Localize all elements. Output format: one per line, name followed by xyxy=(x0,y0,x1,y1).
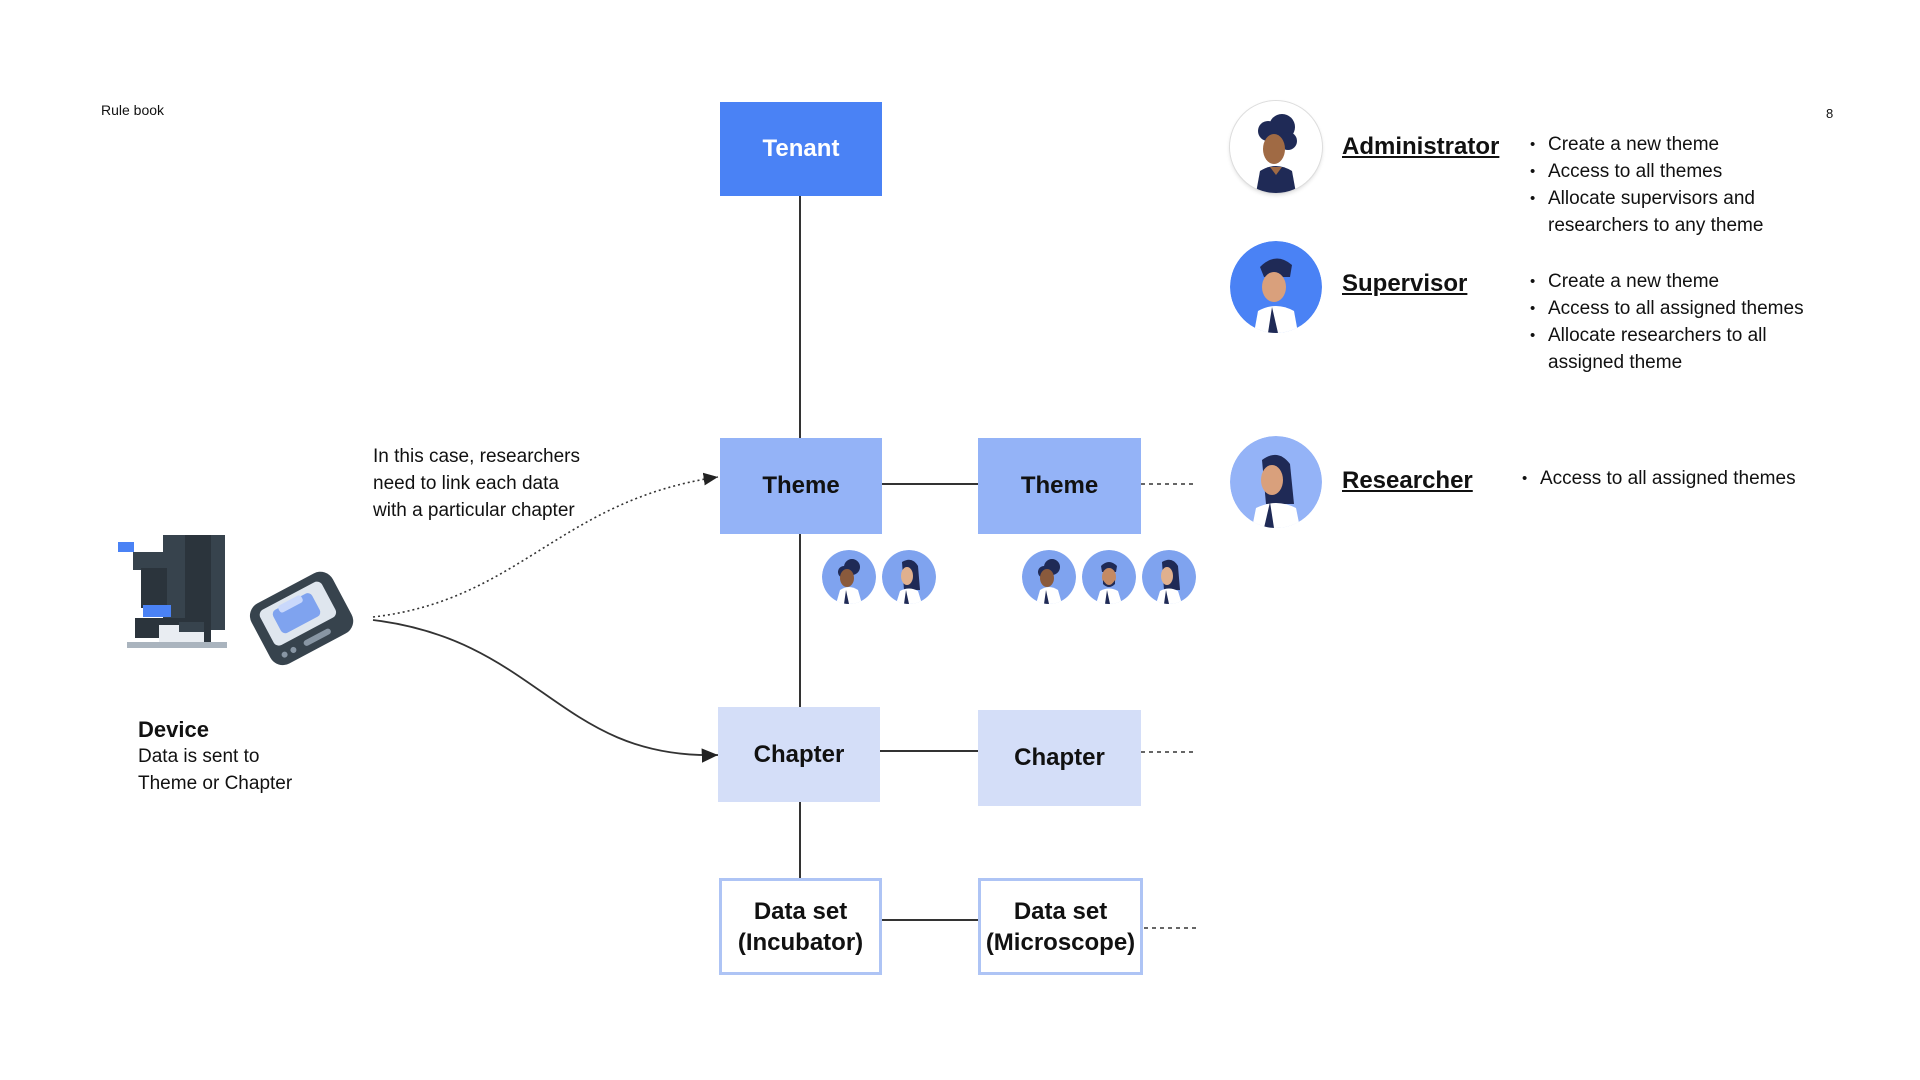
supervisor-avatar-icon xyxy=(1230,241,1322,333)
device-description-line-2: Theme or Chapter xyxy=(138,773,293,794)
administrator-permissions: Create a new theme Access to all themes … xyxy=(1530,131,1763,239)
device-illustration xyxy=(115,530,355,705)
chapter-label: Chapter xyxy=(1014,744,1105,771)
chapter-label: Chapter xyxy=(753,740,845,768)
dataset-node-1: Data set (Incubator) xyxy=(719,878,882,975)
researcher-avatar-icon xyxy=(882,550,936,604)
dataset-node-2: Data set (Microscope) xyxy=(978,878,1143,975)
dataset-source: (Microscope) xyxy=(985,928,1136,956)
theme-node-2: Theme xyxy=(978,438,1141,534)
researcher-avatar-icon xyxy=(1082,550,1136,604)
researcher-avatar-icon xyxy=(822,550,876,604)
permission-item: Access to all assigned themes xyxy=(1530,295,1804,322)
permission-item: Allocate supervisors and xyxy=(1530,185,1763,212)
annotation-line: with a particular chapter xyxy=(373,500,575,521)
tenant-node: Tenant xyxy=(720,102,882,196)
supervisor-permissions: Create a new theme Access to all assigne… xyxy=(1530,268,1804,376)
tenant-label: Tenant xyxy=(762,135,840,162)
chapter-node-2: Chapter xyxy=(978,710,1141,806)
device-title: Device xyxy=(138,717,209,742)
dataset-label: Data set xyxy=(753,897,848,925)
permission-item: Access to all themes xyxy=(1530,158,1763,185)
permission-item: Create a new theme xyxy=(1530,268,1804,295)
administrator-avatar-icon xyxy=(1230,101,1322,193)
annotation-line: need to link each data xyxy=(373,473,559,494)
researcher-permissions: Access to all assigned themes xyxy=(1522,465,1796,492)
chapter-node-1: Chapter xyxy=(718,707,880,802)
role-name-supervisor: Supervisor xyxy=(1342,270,1468,297)
page-number: 8 xyxy=(1826,106,1834,121)
device-description-line-1: Data is sent to xyxy=(138,746,260,767)
permission-item: Create a new theme xyxy=(1530,131,1763,158)
researcher-avatar-icon xyxy=(1230,436,1322,528)
dataset-label: Data set xyxy=(1013,897,1108,925)
theme-label: Theme xyxy=(1020,472,1099,499)
permission-item-continued: assigned theme xyxy=(1548,352,1683,373)
permission-item-continued: researchers to any theme xyxy=(1548,215,1764,236)
microscope-icon xyxy=(118,535,354,666)
annotation-text: In this case, researchers need to link e… xyxy=(373,443,580,524)
theme-node-1: Theme xyxy=(720,438,882,534)
theme-label: Theme xyxy=(762,472,840,499)
permission-item: Access to all assigned themes xyxy=(1522,465,1796,492)
role-name-researcher: Researcher xyxy=(1342,467,1473,494)
researcher-avatar-icon xyxy=(1022,550,1076,604)
page-label: Rule book xyxy=(101,102,165,118)
annotation-line: In this case, researchers xyxy=(373,446,580,467)
permission-item: Allocate researchers to all xyxy=(1530,322,1804,349)
dataset-source: (Incubator) xyxy=(737,928,864,956)
researcher-avatar-icon xyxy=(1142,550,1196,604)
role-name-administrator: Administrator xyxy=(1342,133,1500,160)
